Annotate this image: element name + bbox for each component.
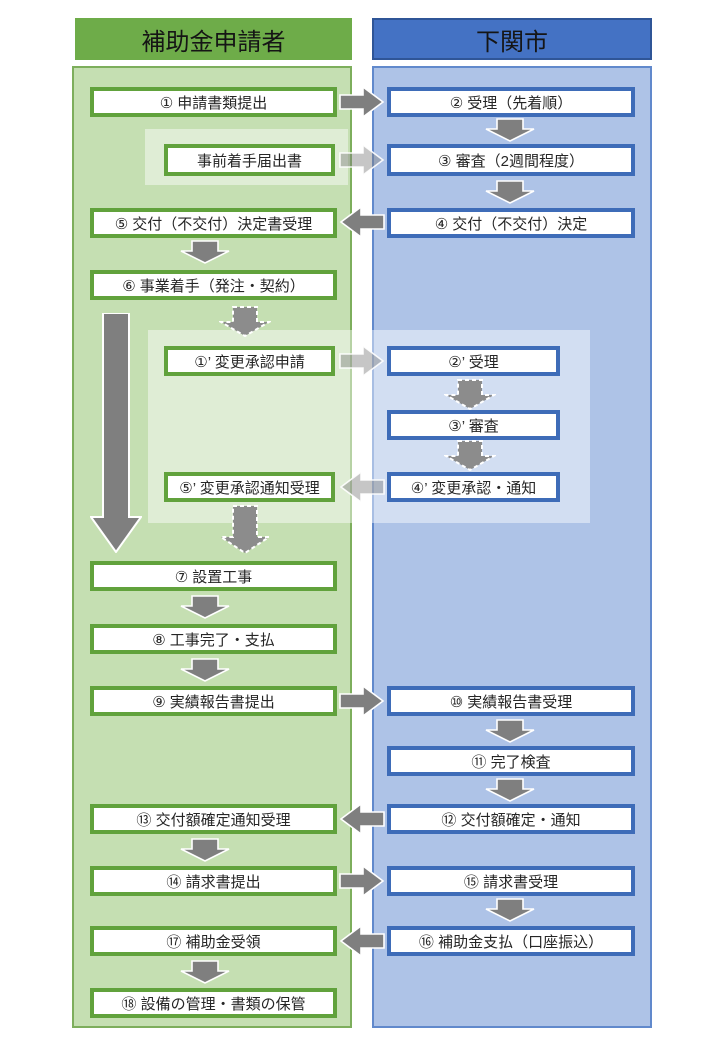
box-step-4: ④ 交付（不交付）決定 [387, 208, 635, 238]
arrow-down-icon [180, 658, 230, 682]
step-4-prime-label: ④’ 変更承認・通知 [410, 479, 537, 497]
box-step-2: ② 受理（先着順） [387, 87, 635, 117]
arrow-down-icon [180, 595, 230, 619]
box-step-17: ⑰ 補助金受領 [90, 926, 337, 956]
arrow-right-light-icon [339, 344, 385, 378]
arrow-down-icon [485, 778, 535, 802]
box-step-9: ⑨ 実績報告書提出 [90, 686, 337, 716]
city-column-header: 下関市 [372, 18, 652, 60]
box-step-14: ⑭ 請求書提出 [90, 866, 337, 896]
step-9-label: ⑨ 実績報告書提出 [152, 693, 275, 711]
step-15-label: ⑮ 請求書受理 [463, 873, 559, 891]
box-step-12: ⑫ 交付額確定・通知 [387, 804, 635, 834]
city-header-label: 下関市 [476, 28, 548, 56]
box-step-4-prime: ④’ 変更承認・通知 [387, 472, 560, 502]
arrow-down-icon [180, 960, 230, 984]
box-pre-start-notice: 事前着手届出書 [164, 144, 335, 176]
step-7-label: ⑦ 設置工事 [174, 568, 253, 586]
arrow-right-light-icon [339, 143, 385, 177]
step-14-label: ⑭ 請求書提出 [166, 873, 261, 891]
step-3-prime-label: ③’ 審査 [448, 417, 499, 435]
box-step-13: ⑬ 交付額確定通知受理 [90, 804, 337, 834]
box-step-10: ⑩ 実績報告書受理 [387, 686, 635, 716]
step-16-label: ⑯ 補助金支払（口座振込） [418, 933, 604, 951]
box-step-5-prime: ⑤’ 変更承認通知受理 [164, 472, 335, 502]
arrow-left-icon [339, 802, 385, 836]
box-step-3: ③ 審査（2週間程度） [387, 144, 635, 176]
box-step-8: ⑧ 工事完了・支払 [90, 624, 337, 654]
arrow-right-icon [339, 864, 385, 898]
step-4-label: ④ 交付（不交付）決定 [434, 215, 588, 233]
step-5-label: ⑤ 交付（不交付）決定書受理 [114, 215, 313, 233]
box-step-3-prime: ③’ 審査 [387, 410, 560, 440]
box-step-7: ⑦ 設置工事 [90, 561, 337, 591]
step-2-prime-label: ②’ 受理 [448, 353, 499, 371]
arrow-right-icon [339, 684, 385, 718]
box-step-1-prime: ①’ 変更承認申請 [164, 346, 335, 376]
step-2-label: ② 受理（先着順） [449, 94, 573, 112]
step-5-prime-label: ⑤’ 変更承認通知受理 [179, 479, 320, 497]
arrow-down-icon [485, 118, 535, 142]
step-1-label: ① 申請書類提出 [159, 94, 268, 112]
box-step-5: ⑤ 交付（不交付）決定書受理 [90, 208, 337, 238]
arrow-down-long-icon [90, 313, 142, 553]
arrow-down-dashed-icon [219, 306, 271, 338]
box-step-6: ⑥ 事業着手（発注・契約） [90, 270, 337, 300]
box-step-1: ① 申請書類提出 [90, 87, 337, 117]
arrow-down-dashed-icon [444, 440, 496, 472]
step-6-label: ⑥ 事業着手（発注・契約） [122, 277, 305, 295]
step-17-label: ⑰ 補助金受領 [166, 933, 261, 951]
step-10-label: ⑩ 実績報告書受理 [449, 693, 573, 711]
pre-start-notice-label: 事前着手届出書 [196, 152, 302, 170]
box-step-11: ⑪ 完了検査 [387, 746, 635, 776]
step-1-prime-label: ①’ 変更承認申請 [194, 353, 305, 371]
step-12-label: ⑫ 交付額確定・通知 [441, 811, 581, 829]
step-8-label: ⑧ 工事完了・支払 [152, 631, 275, 649]
applicant-header-label: 補助金申請者 [141, 28, 286, 56]
arrow-down-dashed-icon [444, 379, 496, 411]
box-step-16: ⑯ 補助金支払（口座振込） [387, 926, 635, 956]
box-step-2-prime: ②’ 受理 [387, 346, 560, 376]
arrow-down-dashed-icon [219, 505, 271, 555]
arrow-down-icon [485, 180, 535, 204]
box-step-18: ⑱ 設備の管理・書類の保管 [90, 988, 337, 1018]
arrow-right-icon [339, 85, 385, 119]
arrow-left-icon [339, 924, 385, 958]
step-13-label: ⑬ 交付額確定通知受理 [136, 811, 291, 829]
step-11-label: ⑪ 完了検査 [471, 753, 551, 771]
step-18-label: ⑱ 設備の管理・書類の保管 [121, 995, 306, 1013]
arrow-down-icon [180, 838, 230, 862]
applicant-column-header: 補助金申請者 [75, 18, 352, 60]
arrow-down-icon [485, 719, 535, 743]
box-step-15: ⑮ 請求書受理 [387, 866, 635, 896]
arrow-down-icon [180, 240, 230, 264]
arrow-down-icon [485, 898, 535, 922]
step-3-label: ③ 審査（2週間程度） [438, 152, 584, 170]
arrow-left-light-icon [339, 470, 385, 504]
arrow-left-icon [339, 205, 385, 239]
